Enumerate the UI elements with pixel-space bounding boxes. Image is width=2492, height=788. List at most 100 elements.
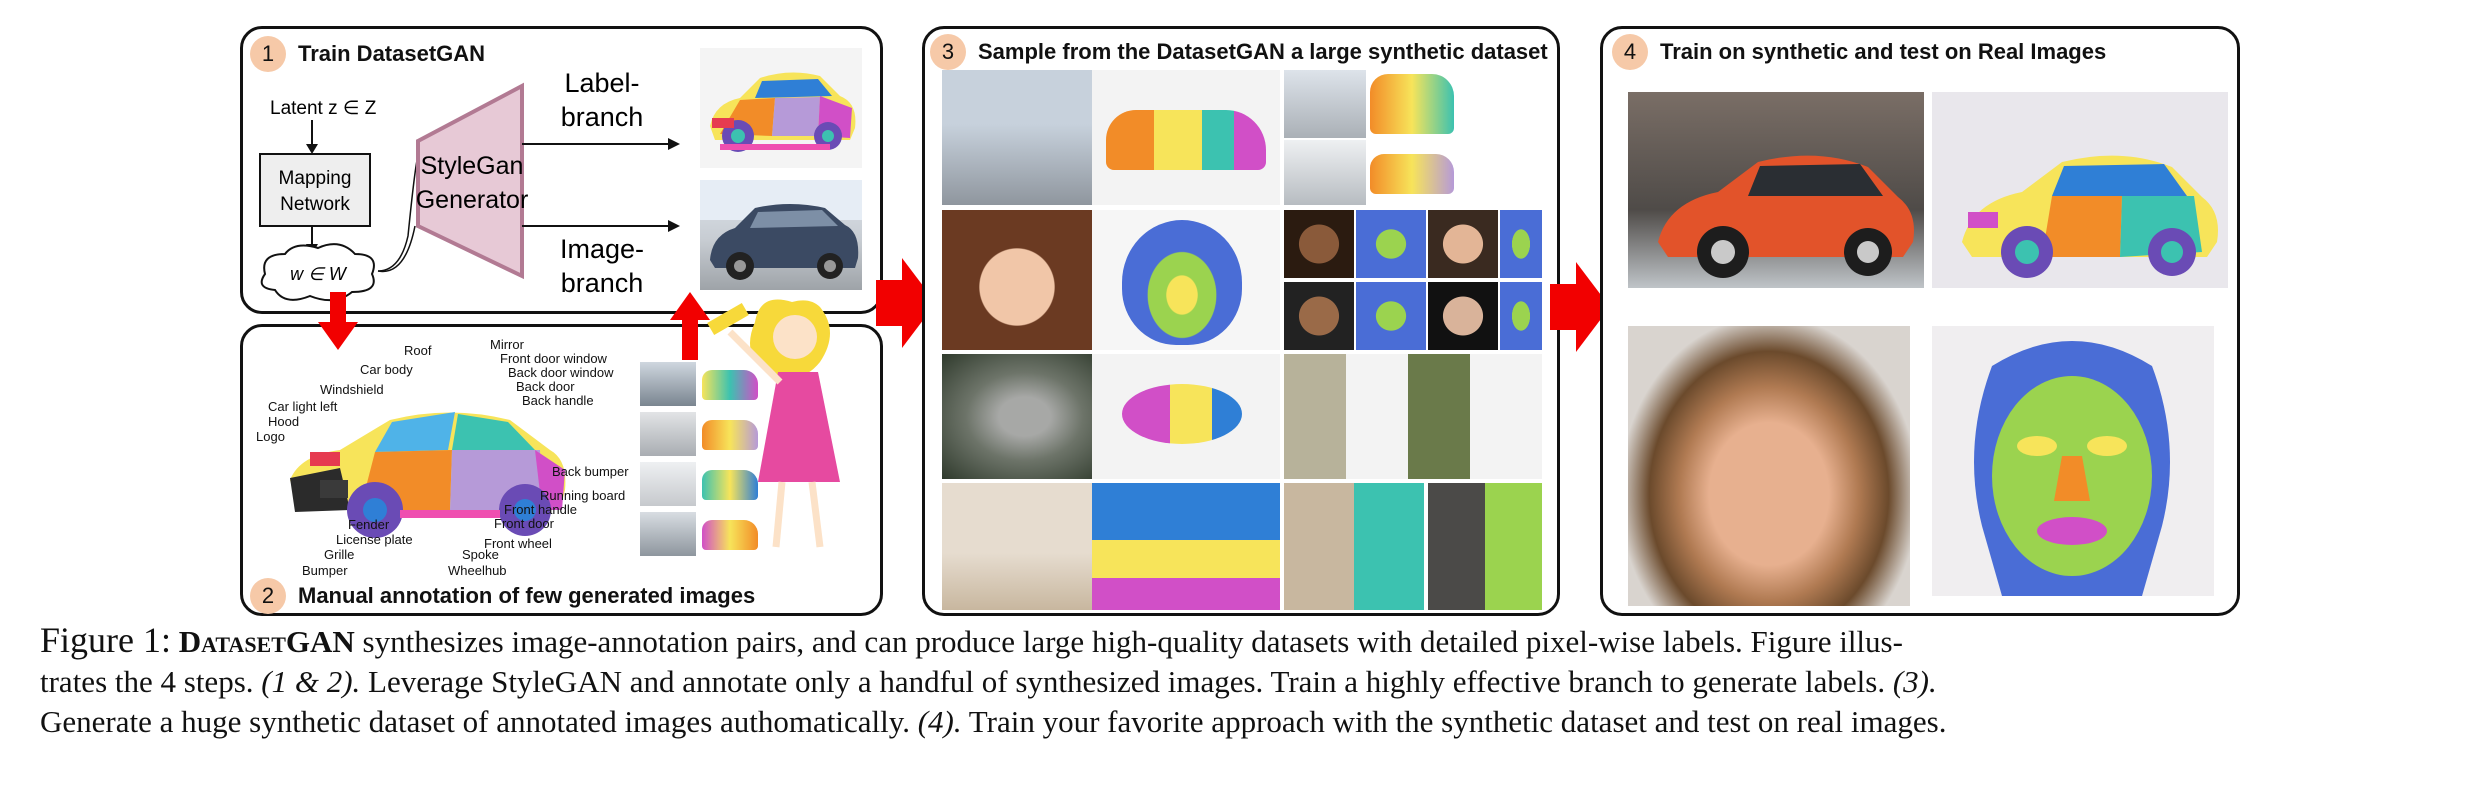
caption-text-2d: (3). [1892, 664, 1937, 699]
part-front-door: Front door [494, 516, 554, 531]
figure-caption: Figure 1: DatasetGAN synthesizes image-a… [40, 620, 2460, 742]
sample-face-photo-small-3 [1284, 282, 1354, 350]
image-branch-1: Image- [560, 234, 644, 264]
mapping-label-2: Network [280, 194, 350, 215]
caption-text-2b: (1 & 2). [261, 664, 361, 699]
arrow-to-train-test [1550, 262, 1610, 352]
image-branch-2: branch [561, 268, 644, 298]
generator-label-2: Generator [416, 186, 529, 214]
sample-face-label-small-4 [1500, 282, 1542, 350]
part-grille: Grille [324, 547, 355, 562]
caption-text-3c: Train your favorite approach with the sy… [961, 704, 1947, 739]
part-front-door-window: Front door window [500, 351, 607, 366]
thumb-photo-2 [640, 412, 696, 456]
step4-label: Train on synthetic and test on Real Imag… [1660, 39, 2107, 64]
sample-car-label-large [1092, 70, 1280, 205]
part-front-handle: Front handle [504, 502, 577, 517]
stylegan-generator-shape [416, 82, 524, 280]
part-windshield: Windshield [320, 382, 384, 397]
sample-bedroom-photo [942, 483, 1092, 610]
sample-car-label-small-1 [1370, 74, 1454, 134]
sample-face-label-small-1 [1356, 210, 1426, 278]
sample-face-photo-small-1 [1284, 210, 1354, 278]
sample-bird-photo-large [942, 354, 1092, 479]
step4-badge: 4 [1612, 34, 1648, 70]
part-back-door-window: Back door window [508, 365, 614, 380]
sample-car-photo-small-1 [1284, 70, 1366, 138]
predicted-face-segmentation [1932, 326, 2214, 596]
mapping-network-box [259, 153, 371, 227]
arrow-up-to-generator [670, 292, 710, 360]
step3-label: Sample from the DatasetGAN a large synth… [978, 39, 1548, 64]
part-logo: Logo [256, 429, 285, 444]
thumb-label-4 [702, 520, 758, 550]
caption-text-2c: Leverage StyleGAN and annotate only a ha… [360, 664, 1893, 699]
thumb-label-1 [702, 370, 758, 400]
sample-car-photo-large [942, 70, 1092, 205]
mapping-label-1: Mapping [279, 168, 352, 189]
sample-face-photo-small-4 [1428, 282, 1498, 350]
step1-badge: 1 [250, 36, 286, 72]
part-back-bumper: Back bumper [552, 464, 629, 479]
part-front-wheel: Front wheel [484, 536, 552, 551]
sample-bird-thumbs [1284, 354, 1542, 479]
sample-car-photo-small-2 [1284, 140, 1366, 205]
thumb-label-2 [702, 420, 758, 450]
w-label: w ∈ W [290, 264, 348, 284]
part-car-body: Car body [360, 362, 413, 377]
predicted-car-segmentation [1932, 92, 2228, 288]
sample-face-label-small-3 [1356, 282, 1426, 350]
part-back-handle: Back handle [522, 393, 594, 408]
part-car-light-left: Car light left [268, 399, 338, 414]
step4-title: 4 Train on synthetic and test on Real Im… [1612, 34, 2106, 70]
sample-cat-thumbs [1428, 483, 1542, 610]
part-bumper: Bumper [302, 563, 348, 578]
label-branch-2: branch [561, 102, 644, 132]
step3-title: 3 Sample from the DatasetGAN a large syn… [930, 34, 1548, 70]
real-car-photo [1628, 92, 1924, 288]
step1-title: 1 Train DatasetGAN [250, 36, 485, 72]
annotated-car-drawing [290, 412, 566, 538]
step2-title: 2 Manual annotation of few generated ima… [250, 578, 755, 614]
thumb-photo-4 [640, 512, 696, 556]
part-back-door: Back door [516, 379, 575, 394]
thumb-photo-1 [640, 362, 696, 406]
part-hood: Hood [268, 414, 300, 429]
latent-label: Latent z ∈ Z [270, 98, 377, 119]
caption-line-2: trates the 4 steps. (1 & 2). Leverage St… [40, 662, 2460, 702]
sample-bedroom-thumbs [1284, 483, 1424, 610]
synthetic-sample-grid [942, 70, 1542, 610]
label-branch-1: Label- [564, 68, 639, 98]
real-face-photo [1628, 326, 1910, 606]
caption-text-3b: (4). [917, 704, 962, 739]
part-roof: Roof [404, 343, 432, 358]
sample-face-label-large [1092, 210, 1280, 350]
cartoon-annotator-girl [707, 299, 840, 548]
label-branch-car-image [700, 48, 862, 168]
stylegan-diagram: Latent z ∈ Z Mapping Network w ∈ W Style… [259, 68, 680, 302]
sample-face-label-small-2 [1500, 210, 1542, 278]
part-wheelhub: Wheelhub [448, 563, 507, 578]
part-fender: Fender [348, 517, 390, 532]
sample-bedroom-label [1092, 483, 1280, 610]
part-mirror: Mirror [490, 337, 524, 352]
sample-face-photo-large [942, 210, 1092, 350]
image-branch-car-photo [700, 180, 862, 290]
thumb-photo-3 [640, 462, 696, 506]
caption-line-1: Figure 1: DatasetGAN synthesizes image-a… [40, 620, 2460, 662]
sample-face-photo-small-2 [1428, 210, 1498, 278]
generator-label-1: StyleGan [421, 152, 524, 180]
thumb-label-3 [702, 470, 758, 500]
annotated-thumbnails [640, 362, 760, 562]
arrow-to-sampling [876, 258, 936, 348]
caption-line-3: Generate a huge synthetic dataset of ann… [40, 702, 2460, 742]
sample-car-label-small-2 [1370, 154, 1454, 194]
caption-figure-label: Figure 1: [40, 620, 171, 660]
sample-bird-label-large [1092, 354, 1280, 479]
step3-badge: 3 [930, 34, 966, 70]
caption-text-3a: Generate a huge synthetic dataset of ann… [40, 704, 918, 739]
caption-method-name: DatasetGAN [178, 624, 355, 659]
part-spoke: Spoke [462, 547, 499, 562]
part-running-board: Running board [540, 488, 626, 503]
step2-badge: 2 [250, 578, 286, 614]
